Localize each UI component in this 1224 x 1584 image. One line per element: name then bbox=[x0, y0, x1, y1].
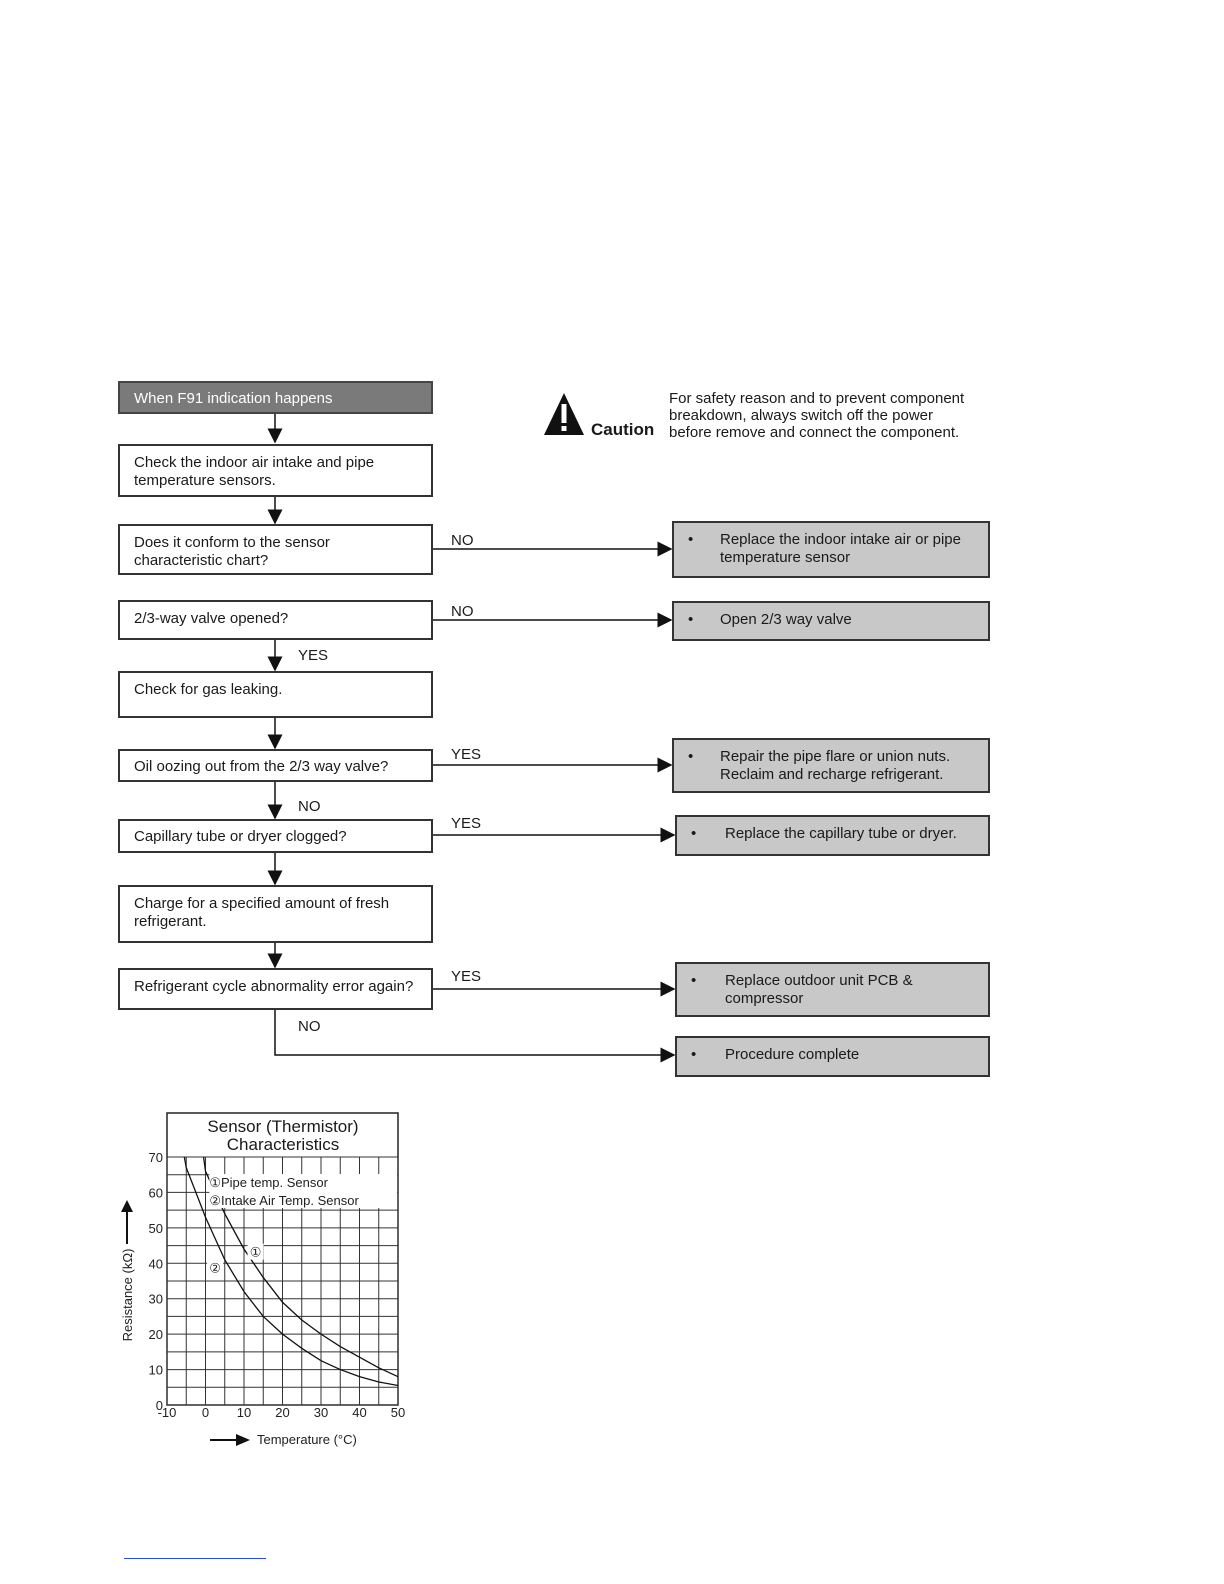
flow-step-gas-leak: Check for gas leaking. bbox=[118, 671, 433, 718]
x-tick-label: -10 bbox=[158, 1405, 177, 1420]
label-no-q2: NO bbox=[451, 603, 474, 620]
series-marker-bg-1 bbox=[247, 1243, 264, 1260]
flow-start-box: When F91 indication happens bbox=[118, 381, 433, 414]
caution-label: Caution bbox=[591, 420, 655, 439]
action-open-valve: • Open 2/3 way valve bbox=[672, 601, 990, 641]
label-no-q3: NO bbox=[298, 798, 321, 815]
bullet: • bbox=[688, 611, 694, 628]
x-tick-label: 50 bbox=[391, 1405, 405, 1420]
flow-step-gas-leak-text: Check for gas leaking. bbox=[134, 681, 283, 698]
label-yes-q4: YES bbox=[451, 815, 482, 832]
y-tick-label: 40 bbox=[149, 1256, 163, 1271]
flow-question-conform-chart: Does it conform to the sensor characteri… bbox=[118, 524, 433, 575]
label-yes-q3: YES bbox=[451, 746, 482, 763]
action-procedure-complete: • Procedure complete bbox=[675, 1036, 990, 1077]
flow-step-check-sensors-text: Check the indoor air intake and pipe tem… bbox=[134, 454, 375, 489]
legend-background bbox=[209, 1174, 397, 1208]
flow-start-text: When F91 indication happens bbox=[134, 390, 333, 407]
flow-step-charge-refrigerant-text: Charge for a specified amount of fresh r… bbox=[134, 895, 390, 930]
flow-question-oil-oozing-text: Oil oozing out from the 2/3 way valve? bbox=[134, 758, 389, 775]
y-tick-label: 70 bbox=[149, 1150, 163, 1165]
x-axis-arrow-head-icon bbox=[236, 1434, 250, 1446]
label-yes-q2: YES bbox=[298, 647, 329, 664]
x-tick-label: 30 bbox=[314, 1405, 328, 1420]
chart-title: Sensor (Thermistor) Characteristics bbox=[207, 1117, 359, 1154]
x-tick-label: 10 bbox=[237, 1405, 251, 1420]
x-tick-label: 20 bbox=[275, 1405, 289, 1420]
legend-entry-2: ②Intake Air Temp. Sensor bbox=[209, 1193, 359, 1208]
y-tick-label: 50 bbox=[149, 1221, 163, 1236]
bullet: • bbox=[691, 972, 697, 989]
action-procedure-complete-text: Procedure complete bbox=[725, 1046, 860, 1063]
flow-question-error-again-text: Refrigerant cycle abnormality error agai… bbox=[134, 978, 414, 995]
series-marker-2: ② bbox=[209, 1261, 221, 1276]
flow-step-check-sensors: Check the indoor air intake and pipe tem… bbox=[118, 444, 433, 497]
flow-question-capillary-clogged: Capillary tube or dryer clogged? bbox=[118, 819, 433, 853]
label-yes-q5: YES bbox=[451, 968, 482, 985]
action-replace-capillary: • Replace the capillary tube or dryer. bbox=[675, 815, 990, 856]
warning-triangle-icon bbox=[544, 393, 584, 435]
action-replace-pcb-text: Replace outdoor unit PCB & compressor bbox=[725, 972, 913, 1007]
x-tick-label: 0 bbox=[202, 1405, 209, 1420]
label-no-q5: NO bbox=[298, 1018, 321, 1035]
series-marker-1: ① bbox=[250, 1245, 262, 1260]
flow-question-oil-oozing: Oil oozing out from the 2/3 way valve? bbox=[118, 749, 433, 782]
action-replace-sensor-text: Replace the indoor intake air or pipe te… bbox=[720, 531, 961, 566]
y-axis-label: Resistance (kΩ) bbox=[120, 1249, 135, 1342]
action-replace-capillary-text: Replace the capillary tube or dryer. bbox=[725, 825, 957, 842]
bullet: • bbox=[691, 1046, 697, 1063]
label-no-q1: NO bbox=[451, 532, 474, 549]
flow-question-valve-opened: 2/3-way valve opened? bbox=[118, 600, 433, 640]
x-tick-label: 40 bbox=[352, 1405, 366, 1420]
action-replace-sensor: • Replace the indoor intake air or pipe t… bbox=[672, 521, 990, 578]
action-open-valve-text: Open 2/3 way valve bbox=[720, 611, 852, 628]
bullet: • bbox=[688, 748, 694, 765]
series-marker-bg-2 bbox=[207, 1259, 224, 1276]
y-tick-label: 30 bbox=[149, 1292, 163, 1307]
flow-question-valve-opened-text: 2/3-way valve opened? bbox=[134, 610, 289, 627]
x-axis-label: Temperature (°C) bbox=[257, 1432, 357, 1447]
legend-entry-1: ①Pipe temp. Sensor bbox=[209, 1175, 328, 1190]
action-repair-flare-text: Repair the pipe flare or union nuts. Rec… bbox=[720, 748, 951, 783]
y-tick-label: 60 bbox=[149, 1185, 163, 1200]
bullet: • bbox=[691, 825, 697, 842]
series-line-2 bbox=[183, 1156, 399, 1387]
y-tick-label: 0 bbox=[156, 1398, 163, 1413]
footer-rule bbox=[124, 1558, 266, 1559]
y-tick-label: 10 bbox=[149, 1363, 163, 1378]
action-replace-pcb: • Replace outdoor unit PCB & compressor bbox=[675, 962, 990, 1017]
arrow-q5-no bbox=[274, 1010, 676, 1063]
action-repair-flare: • Repair the pipe flare or union nuts. Re… bbox=[672, 738, 990, 793]
flow-question-capillary-clogged-text: Capillary tube or dryer clogged? bbox=[134, 828, 347, 845]
y-tick-label: 20 bbox=[149, 1327, 163, 1342]
flow-question-conform-chart-text: Does it conform to the sensor characteri… bbox=[134, 534, 330, 569]
flow-step-charge-refrigerant: Charge for a specified amount of fresh r… bbox=[118, 885, 433, 943]
flow-question-error-again: Refrigerant cycle abnormality error agai… bbox=[118, 968, 433, 1010]
caution-text: For safety reason and to prevent compone… bbox=[669, 390, 965, 441]
y-axis-arrow-head-icon bbox=[121, 1200, 133, 1212]
bullet: • bbox=[688, 531, 694, 548]
